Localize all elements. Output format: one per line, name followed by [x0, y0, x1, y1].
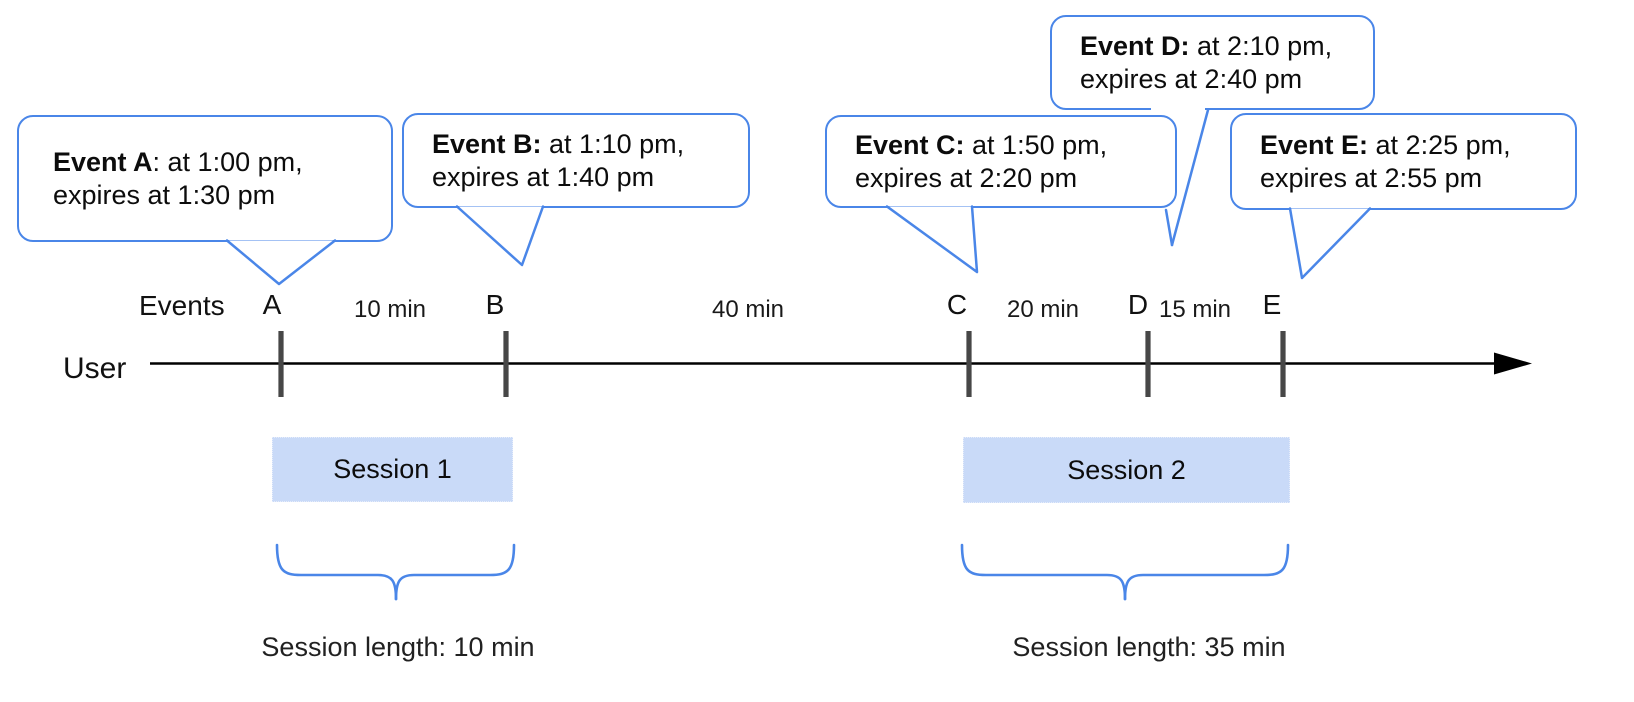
event-c-title: Event C: — [855, 129, 965, 160]
gap-c-d-label: 20 min — [1006, 296, 1080, 323]
session2-length-label: Session length: 35 min — [1012, 632, 1286, 662]
event-e-title: Event E: — [1260, 129, 1369, 160]
event-c-bubble: Event C: at 1:50 pm, expires at 2:20 pm — [825, 115, 1177, 208]
session1-bar-label: Session 1 — [333, 454, 452, 484]
event-a-line1: Event A: at 1:00 pm, — [53, 146, 391, 179]
event-c-line2: expires at 2:20 pm — [855, 162, 1078, 193]
event-a-title: Event A — [53, 146, 153, 177]
event-d-title: Event D: — [1080, 30, 1190, 61]
session1-brace — [275, 543, 516, 601]
event-e-line1: Event E: at 2:25 pm, — [1260, 129, 1575, 162]
gap-b-c-label: 40 min — [711, 296, 785, 323]
session2-bar-label: Session 2 — [1067, 454, 1186, 485]
session1-length-label: Session length: 10 min — [261, 632, 535, 662]
event-e-letter: E — [1262, 289, 1282, 320]
event-b-time: at 1:10 pm, — [541, 128, 685, 159]
event-b-line1: Event B: at 1:10 pm, — [432, 128, 748, 161]
event-c-time: at 1:50 pm, — [964, 129, 1108, 160]
session2-bar: Session 2 — [963, 437, 1290, 503]
event-a-letter: A — [262, 289, 282, 320]
event-b-title: Event B: — [432, 128, 542, 159]
event-a-line2: expires at 1:30 pm — [53, 179, 276, 210]
event-a-time: : at 1:00 pm, — [152, 146, 303, 177]
event-d-bubble: Event D: at 2:10 pm, expires at 2:40 pm — [1050, 15, 1375, 110]
events-row-label: Events — [139, 290, 225, 321]
event-e-bubble: Event E: at 2:25 pm, expires at 2:55 pm — [1230, 113, 1577, 210]
event-d-letter: D — [1127, 289, 1149, 320]
event-d-line2: expires at 2:40 pm — [1080, 63, 1303, 94]
event-c-letter: C — [946, 289, 968, 320]
event-c-line1: Event C: at 1:50 pm, — [855, 129, 1175, 162]
gap-d-e-label: 15 min — [1158, 296, 1232, 323]
timeline-arrowhead-icon — [1494, 352, 1532, 375]
event-d-time: at 2:10 pm, — [1189, 30, 1333, 61]
event-b-bubble: Event B: at 1:10 pm, expires at 1:40 pm — [402, 113, 750, 208]
session1-bar: Session 1 — [272, 437, 513, 502]
session2-brace — [960, 543, 1290, 601]
event-b-letter: B — [485, 289, 505, 320]
event-e-time: at 2:25 pm, — [1368, 129, 1511, 160]
user-row-label: User — [63, 352, 127, 385]
event-e-line2: expires at 2:55 pm — [1260, 162, 1483, 193]
event-ticks — [278, 331, 1286, 397]
event-d-line1: Event D: at 2:10 pm, — [1080, 30, 1373, 63]
event-a-bubble: Event A: at 1:00 pm, expires at 1:30 pm — [17, 115, 393, 242]
gap-a-b-label: 10 min — [353, 296, 427, 323]
event-b-line2: expires at 1:40 pm — [432, 161, 655, 192]
